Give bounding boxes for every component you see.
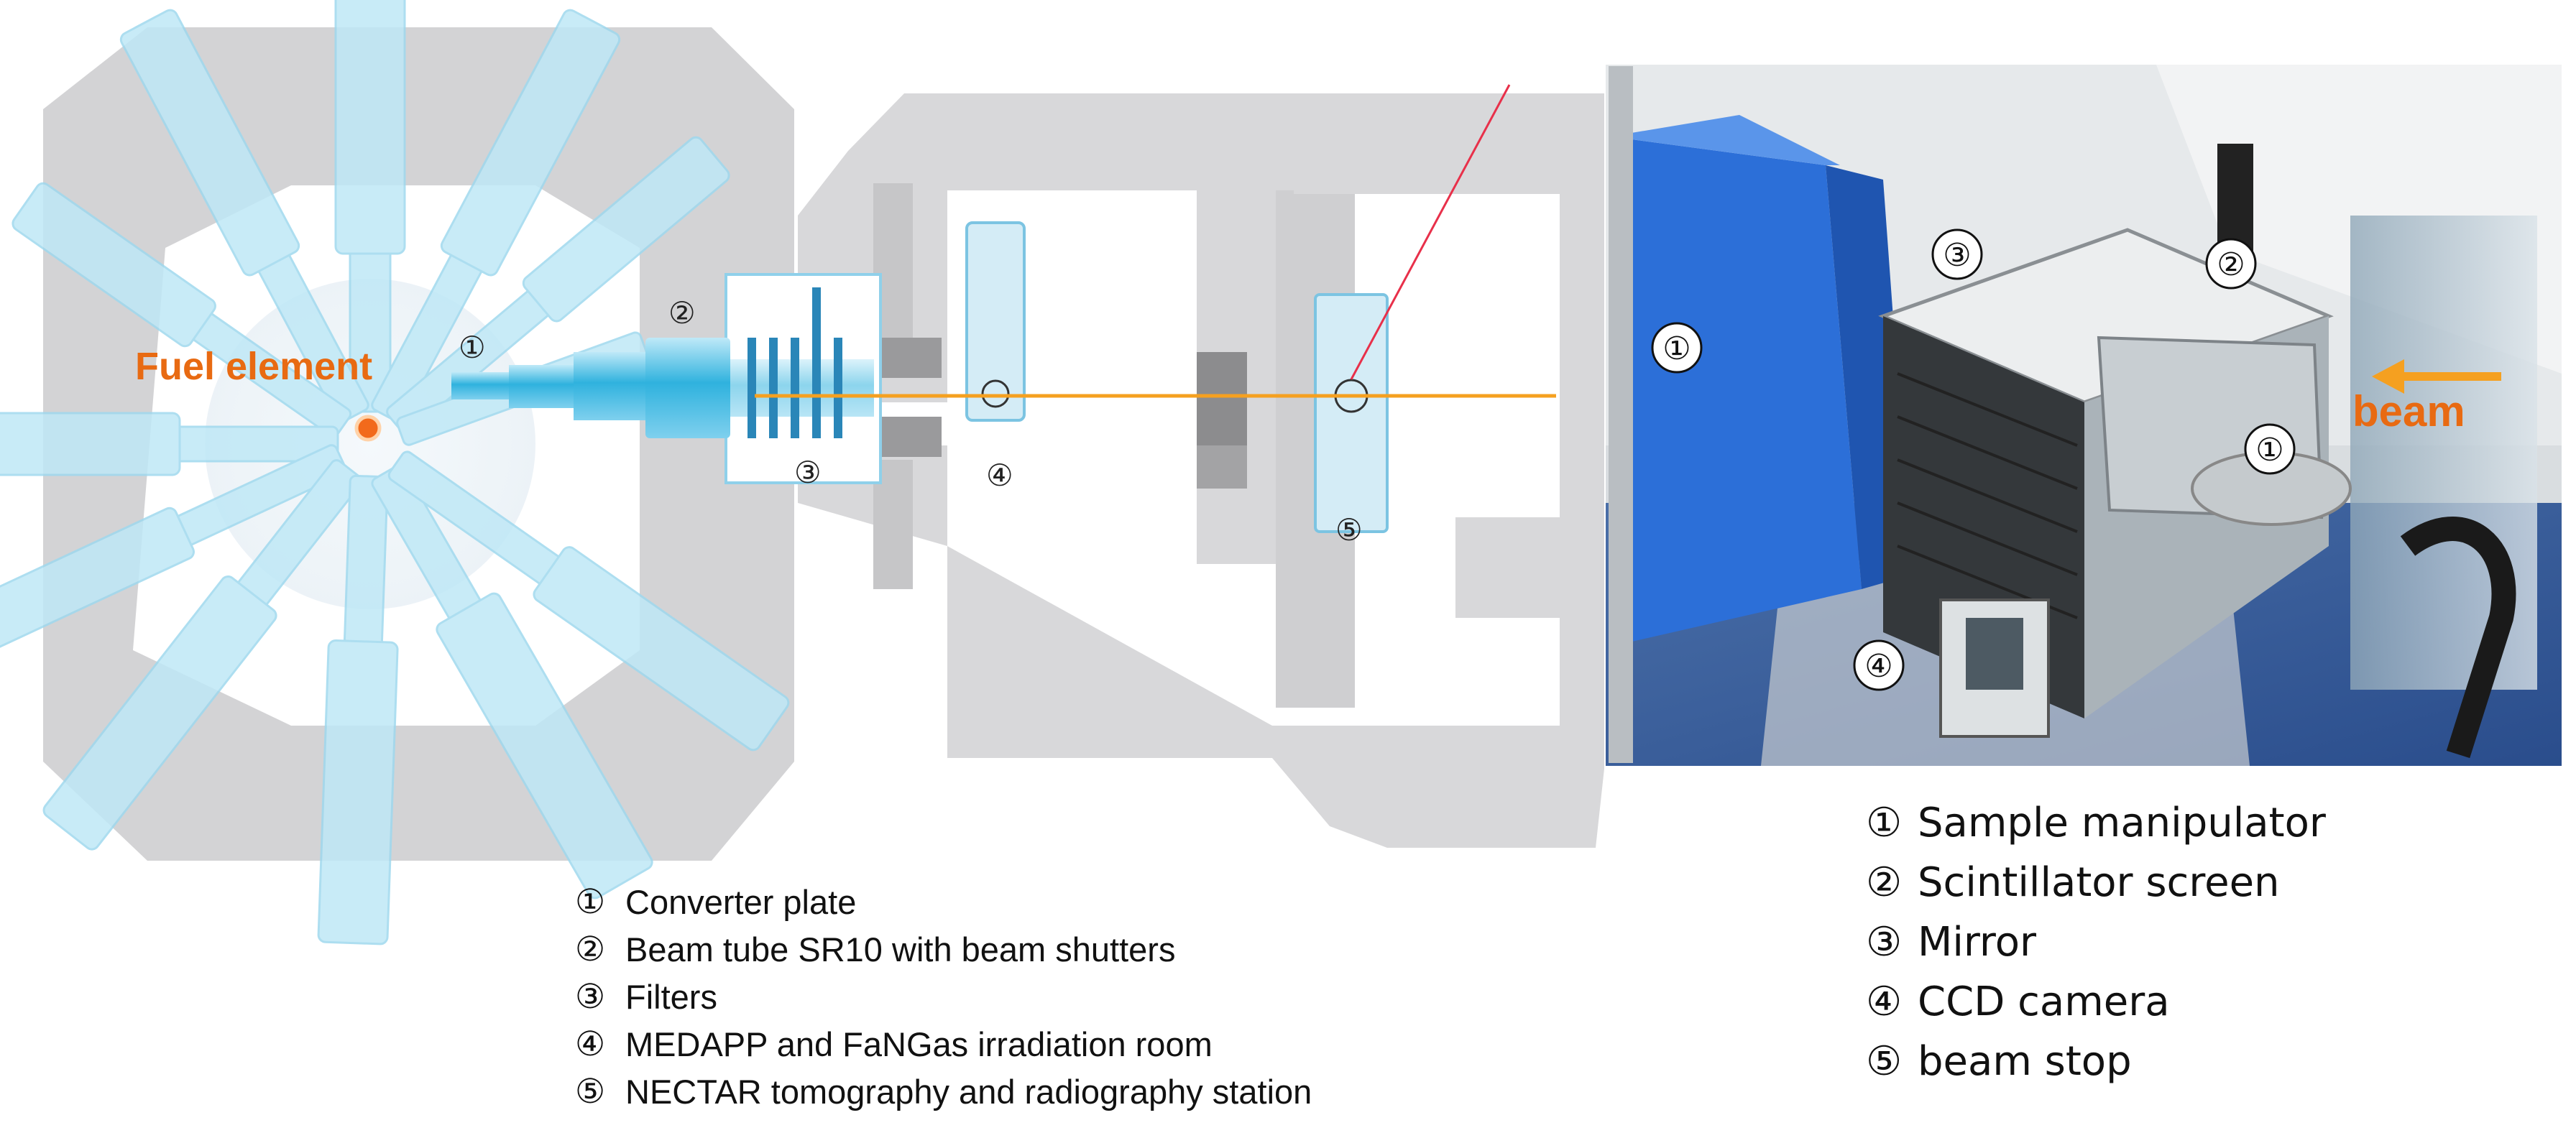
legend-item: ② Beam tube SR10 with beam shutters: [575, 925, 1581, 973]
legend-number: ④: [575, 1025, 606, 1063]
legend-text: Converter plate: [625, 882, 857, 921]
medapp-rotation-icon: [981, 379, 1010, 408]
setup-photograph: [1606, 65, 2562, 766]
beam-arrow: [2372, 359, 2501, 394]
photo-marker-mirror: ③: [1943, 237, 1971, 274]
nectar-sample-holder: [1314, 293, 1389, 533]
legend-text: MEDAPP and FaNGas irradiation room: [625, 1025, 1213, 1063]
legend-setup: ① Sample manipulator ② Scintillator screen…: [1866, 793, 2513, 1091]
legend-number: ⑤: [575, 1072, 606, 1110]
legend-text: Beam tube SR10 with beam shutters: [625, 930, 1176, 968]
legend-text: Scintillator screen: [1918, 859, 2280, 906]
marker-medapp: ④: [986, 458, 1013, 493]
legend-number: ③: [575, 977, 606, 1015]
legend-item: ⑤ NECTAR tomography and radiography stati…: [575, 1068, 1581, 1115]
legend-item: ③ Mirror: [1866, 912, 2513, 972]
radial-beam-tubes: [0, 0, 790, 945]
legend-number: ④: [1866, 979, 1903, 1025]
legend-text: beam stop: [1918, 1038, 2132, 1085]
legend-text: Filters: [625, 977, 717, 1016]
laser-alignment-line: [1350, 84, 1511, 380]
beam-label: beam: [2352, 387, 2465, 435]
beam-tube-sr10: [451, 287, 874, 438]
legend-item: ③ Filters: [575, 973, 1581, 1020]
legend-number: ②: [1866, 859, 1903, 906]
legend-text: NECTAR tomography and radiography statio…: [625, 1072, 1312, 1111]
marker-converter-plate: ①: [459, 330, 486, 365]
photo-marker-scintillator: ②: [2217, 246, 2245, 283]
photo-marker-ccd-camera: ④: [1864, 648, 1892, 685]
legend-text: Sample manipulator: [1918, 800, 2326, 846]
legend-number: ①: [575, 882, 606, 920]
marker-beam-tube: ②: [668, 295, 696, 330]
legend-text: Mirror: [1918, 919, 2036, 966]
facility-walls: [798, 93, 1604, 848]
legend-number: ⑤: [1866, 1038, 1903, 1085]
fuel-element-marker: [354, 415, 382, 442]
photo-marker-sample-manipulator: ①: [1662, 330, 1690, 367]
medapp-sample-holder: [965, 221, 1026, 422]
legend-number: ③: [1866, 919, 1903, 966]
legend-facility: ① Converter plate ② Beam tube SR10 with be…: [575, 878, 1581, 1115]
legend-text: CCD camera: [1918, 979, 2170, 1025]
legend-item: ① Converter plate: [575, 878, 1581, 925]
fuel-element-label: Fuel element: [135, 345, 372, 388]
photo-markers: ① ② ③ ① ④: [1651, 228, 2296, 691]
legend-number: ①: [1866, 800, 1903, 846]
legend-number: ②: [575, 930, 606, 968]
legend-item: ④ CCD camera: [1866, 972, 2513, 1032]
marker-nectar: ⑤: [1335, 512, 1363, 547]
legend-item: ⑤ beam stop: [1866, 1032, 2513, 1091]
photo-marker-manipulator-base: ①: [2255, 432, 2283, 468]
legend-item: ④ MEDAPP and FaNGas irradiation room: [575, 1020, 1581, 1068]
legend-item: ① Sample manipulator: [1866, 793, 2513, 853]
marker-filters: ③: [794, 455, 822, 490]
legend-item: ② Scintillator screen: [1866, 853, 2513, 912]
